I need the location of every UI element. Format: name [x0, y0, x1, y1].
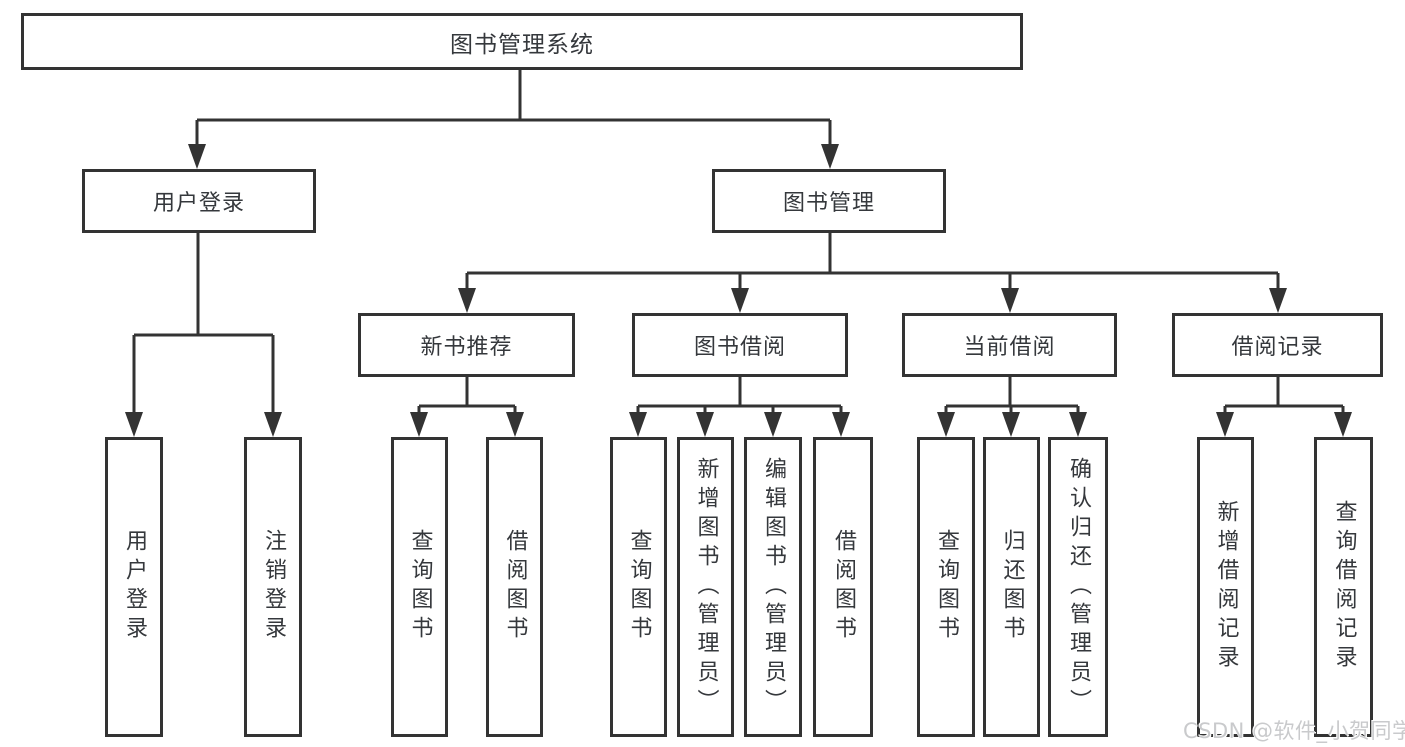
leaf-logout: 注销登录 — [244, 437, 302, 737]
leaf-user-login: 用户登录 — [105, 437, 163, 737]
node-new-book-recommendation: 新书推荐 — [358, 313, 575, 377]
node-library-system: 图书管理系统 — [21, 13, 1023, 70]
node-user-login: 用户登录 — [82, 169, 316, 233]
leaf-borrow-books-recommend: 借阅图书 — [486, 437, 543, 737]
node-borrowing-records: 借阅记录 — [1172, 313, 1383, 377]
node-book-borrowing: 图书借阅 — [632, 313, 848, 377]
leaf-add-borrow-record: 新增借阅记录 — [1197, 437, 1254, 737]
leaf-query-borrow-record: 查询借阅记录 — [1314, 437, 1373, 737]
leaf-add-books-admin: 新增图书（管理员） — [677, 437, 734, 737]
leaf-return-books: 归还图书 — [983, 437, 1040, 737]
node-book-management: 图书管理 — [712, 169, 946, 233]
leaf-edit-books-admin: 编辑图书（管理员） — [744, 437, 802, 737]
node-current-borrowing: 当前借阅 — [902, 313, 1117, 377]
leaf-query-books-borrow: 查询图书 — [610, 437, 667, 737]
leaf-query-books-current: 查询图书 — [917, 437, 975, 737]
leaf-query-books-recommend: 查询图书 — [391, 437, 448, 737]
leaf-confirm-return-admin: 确认归还（管理员） — [1048, 437, 1108, 737]
leaf-borrow-books: 借阅图书 — [813, 437, 873, 737]
csdn-watermark: CSDN @软件_小贺同学 — [1183, 719, 1405, 743]
